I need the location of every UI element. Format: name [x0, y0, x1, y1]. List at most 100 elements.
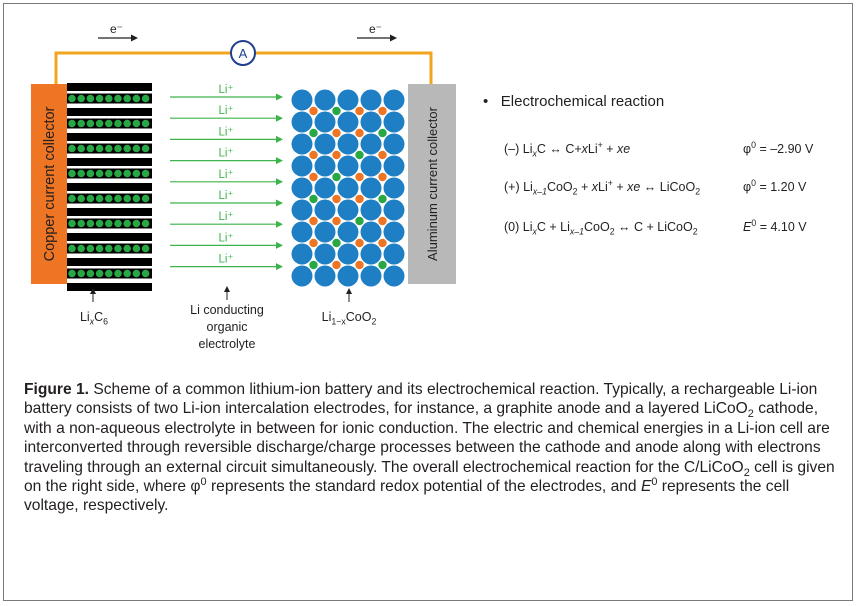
li-dot	[123, 219, 131, 228]
li-dot	[141, 94, 150, 103]
li-dot	[105, 144, 113, 153]
li-ion-label: Li⁺	[218, 84, 233, 96]
co-sphere	[314, 111, 336, 133]
licoo2-cathode	[291, 89, 405, 287]
li-dot	[141, 244, 150, 253]
li-ion-arrowhead	[276, 178, 283, 186]
co-sphere	[360, 133, 382, 155]
li-dot	[378, 260, 387, 270]
o-dot	[355, 260, 364, 270]
anode-formula-label: LixC6	[79, 310, 108, 327]
graphite-layer	[67, 233, 152, 241]
li-ion-label: Li⁺	[218, 169, 233, 181]
li-ion-label: Li⁺	[218, 105, 233, 117]
o-dot	[355, 194, 364, 204]
li-dot	[68, 119, 76, 128]
li-dot	[114, 169, 122, 178]
o-dot	[378, 106, 387, 116]
li-dot	[86, 169, 95, 178]
li-dot	[105, 94, 113, 103]
li-ion-arrowhead	[276, 263, 283, 271]
graphite-layer	[67, 183, 152, 191]
li-dot	[95, 219, 104, 228]
co-sphere	[291, 221, 313, 243]
graphite-layer	[67, 158, 152, 166]
co-sphere	[337, 221, 359, 243]
li-dot	[105, 119, 113, 128]
electron-label-right: e⁻	[369, 22, 382, 36]
co-sphere	[314, 89, 336, 111]
li-dot	[86, 244, 95, 253]
co-sphere	[360, 199, 382, 221]
li-ion-arrowhead	[276, 135, 283, 143]
li-dot	[114, 269, 122, 278]
li-dot	[114, 219, 122, 228]
li-dot	[132, 169, 141, 178]
li-dot	[132, 144, 141, 153]
graphite-layer	[67, 208, 152, 216]
o-dot	[309, 216, 318, 226]
li-dot	[309, 260, 318, 270]
o-dot	[378, 150, 387, 160]
li-dot	[105, 169, 113, 178]
li-dot	[105, 269, 113, 278]
li-dot	[68, 169, 76, 178]
potential-overall: E0 = 4.10 V	[743, 217, 807, 234]
co-sphere	[291, 111, 313, 133]
o-dot	[309, 172, 318, 182]
ammeter-label: A	[239, 46, 248, 61]
li-dot	[86, 94, 95, 103]
co-sphere	[314, 265, 336, 287]
anode-pointer-arrow	[90, 288, 96, 302]
co-sphere	[291, 177, 313, 199]
li-dot	[86, 269, 95, 278]
graphite-layer	[67, 108, 152, 116]
li-dot	[77, 144, 85, 153]
o-dot	[355, 128, 364, 138]
o-dot	[309, 238, 318, 248]
li-dot	[123, 194, 131, 203]
caption-label: Figure 1.	[24, 381, 89, 398]
graphite-layer	[67, 283, 152, 291]
li-ion-arrowhead	[276, 241, 283, 249]
li-dot	[86, 219, 95, 228]
battery-diagram: e⁻ e⁻ A Copper current collector Li⁺Li⁺L…	[31, 22, 456, 302]
co-sphere	[383, 111, 405, 133]
li-dot	[95, 269, 104, 278]
figure-caption: Figure 1. Scheme of a common lithium-ion…	[24, 381, 835, 515]
li-dot	[355, 216, 364, 226]
o-dot	[309, 150, 318, 160]
graphite-layer	[67, 133, 152, 141]
o-dot	[378, 238, 387, 248]
electron-label-left: e⁻	[110, 22, 123, 36]
li-dot	[114, 194, 122, 203]
li-dot	[378, 128, 387, 138]
li-dot	[332, 106, 341, 116]
li-dot	[132, 244, 141, 253]
li-dot	[77, 94, 85, 103]
o-dot	[332, 260, 341, 270]
reaction-cathode: (+) Lix–1CoO2 + xLi+ + xe ↔ LiCoO2	[504, 177, 701, 197]
co-sphere	[360, 155, 382, 177]
co-sphere	[337, 177, 359, 199]
li-ion-arrowhead	[276, 93, 283, 101]
li-ion-arrowhead	[276, 199, 283, 207]
co-sphere	[383, 89, 405, 111]
co-sphere	[314, 221, 336, 243]
li-dot	[95, 119, 104, 128]
co-sphere	[383, 243, 405, 265]
li-ion-arrowhead	[276, 220, 283, 228]
li-dot	[123, 144, 131, 153]
co-sphere	[314, 177, 336, 199]
co-sphere	[383, 265, 405, 287]
li-ion-label: Li⁺	[218, 126, 233, 138]
aluminum-current-collector	[408, 84, 456, 284]
li-dot	[114, 144, 122, 153]
li-dot	[141, 269, 150, 278]
co-sphere	[337, 155, 359, 177]
co-sphere	[337, 133, 359, 155]
co-sphere	[314, 243, 336, 265]
co-sphere	[314, 155, 336, 177]
li-ion-arrows: Li⁺Li⁺Li⁺Li⁺Li⁺Li⁺Li⁺Li⁺Li⁺	[170, 84, 283, 271]
reaction-overall: (0) LixC + Lix–1CoO2 ↔ C + LiCoO2	[504, 220, 698, 237]
